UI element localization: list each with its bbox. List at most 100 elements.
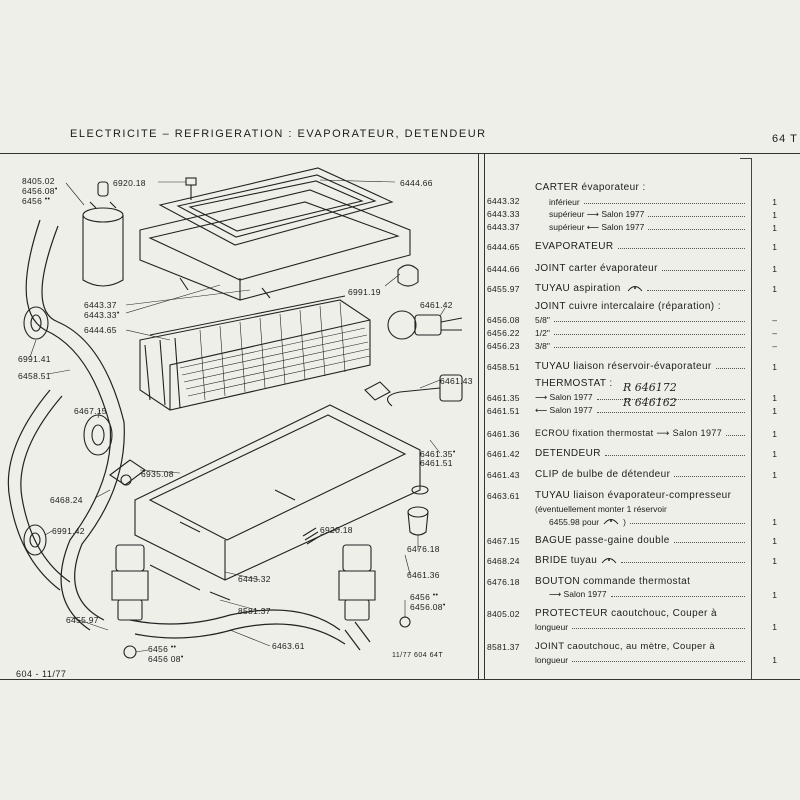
- handwritten-note: R 646162: [623, 396, 677, 409]
- column-divider-2: [484, 153, 485, 679]
- thermostat: [386, 374, 463, 407]
- part-qty: 1: [772, 210, 777, 220]
- exploded-diagram: 8405.02 6456.08• 6456 •• 6920.18 6444.66…: [0, 160, 478, 664]
- upper-cover: [139, 189, 411, 301]
- part-row-cont: (éventuellement monter 1 réservoir: [535, 502, 777, 514]
- part-ref: 6463.61: [487, 491, 520, 501]
- callout-6456-08-text: 6456.08: [22, 186, 55, 196]
- part-ref: 6461.51: [487, 406, 520, 416]
- dot-leader: [596, 398, 745, 400]
- part-ref: 6461.43: [487, 470, 520, 480]
- part-desc-cont: longueur: [535, 622, 569, 632]
- part-row: TUYAU liaison évaporateur-compresseur: [535, 489, 777, 501]
- part-ref: 6455.97: [487, 284, 520, 294]
- callout-dots: ••: [170, 644, 177, 651]
- part-desc: TUYAU aspiration: [535, 283, 621, 294]
- part-ref: 6461.35: [487, 393, 520, 403]
- callout-6443-33-text: 6443.33: [84, 310, 117, 320]
- part-desc: supérieur ⟵ Salon 1977: [549, 222, 645, 232]
- dot-leader: [726, 434, 745, 436]
- callout-6456-08-bottom-text: 6456 08: [148, 654, 181, 664]
- part-qty: 1: [772, 556, 777, 566]
- pipe-bracket: [109, 459, 146, 486]
- callout-6463-61: 6463.61: [272, 641, 305, 651]
- callout-6456-text: 6456: [22, 196, 43, 206]
- part-ref: 6443.37: [487, 222, 520, 232]
- part-desc: JOINT caoutchouc, au mètre, Couper à: [535, 641, 716, 652]
- part-row-cont: 6455.98 pour)1: [549, 515, 777, 527]
- callout-6456-08: 6456.08•: [22, 186, 58, 196]
- dot-leader: [617, 247, 745, 249]
- part-ref: 6456.08: [487, 315, 520, 325]
- bolt-upper: [185, 177, 197, 200]
- part-desc: DETENDEUR: [535, 448, 601, 459]
- callout-6456-08-right: 6456.08•: [410, 602, 446, 612]
- pipe-curve-icon: [627, 284, 643, 294]
- part-ref: 6444.66: [487, 264, 520, 274]
- pipe-curve-icon: [601, 556, 617, 566]
- part-desc: 3/8": [535, 341, 550, 351]
- part-desc-cont: longueur: [535, 655, 569, 665]
- part-ref: 6456.23: [487, 341, 520, 351]
- callout-dot: •: [54, 186, 58, 193]
- qty-column-mark: [740, 158, 752, 159]
- thermostat-nut: [411, 485, 429, 495]
- part-desc-cont: ): [623, 517, 626, 527]
- part-qty: 1: [772, 362, 777, 372]
- part-ref: 6461.36: [487, 429, 520, 439]
- dot-leader: [553, 346, 745, 348]
- part-desc: 1/2": [535, 328, 550, 338]
- lower-tray: [134, 404, 421, 581]
- part-qty: –: [772, 315, 777, 325]
- grommet-6991-42: [23, 524, 47, 556]
- evaporator-core: [139, 295, 371, 411]
- callout-6456-right-text: 6456: [410, 592, 431, 602]
- part-qty: 1: [772, 284, 777, 294]
- footer-edition: 604 - 11/77: [16, 669, 67, 679]
- callout-6476-18: 6476.18: [407, 544, 440, 554]
- receiver-bottle: [82, 181, 124, 287]
- part-desc: BOUTON commande thermostat: [535, 576, 691, 587]
- callout-dots: ••: [432, 592, 439, 599]
- callout-6443-37: 6443.37: [84, 300, 117, 310]
- part-ref: 6458.51: [487, 362, 520, 372]
- part-desc: supérieur ⟶ Salon 1977: [549, 209, 645, 219]
- part-qty: 1: [772, 242, 777, 252]
- part-desc: ⟶ Salon 1977: [535, 392, 593, 402]
- dot-leader: [610, 595, 745, 597]
- washer-bottom-left: [123, 645, 137, 659]
- part-qty: 1: [772, 197, 777, 207]
- grommet-6467-15: [83, 414, 113, 456]
- part-qty: 1: [772, 470, 777, 480]
- part-ref: 8581.37: [487, 642, 520, 652]
- part-ref: 6443.33: [487, 209, 520, 219]
- carter-title-row: CARTER évaporateur :: [535, 181, 777, 193]
- bulb-clip: [364, 381, 391, 401]
- leader-lines: [29, 179, 446, 653]
- carter-title: CARTER évaporateur :: [535, 182, 646, 193]
- callout-dot: •: [452, 449, 456, 456]
- part-qty: 1: [772, 655, 777, 665]
- part-desc: BAGUE passe-gaine double: [535, 535, 670, 546]
- part-ref: 6476.18: [487, 577, 520, 587]
- footer-rule: [0, 679, 800, 680]
- thermostat-title-row: THERMOSTAT :: [535, 377, 777, 389]
- hose-left: [7, 219, 125, 631]
- part-ref: 6444.65: [487, 242, 520, 252]
- callout-dot: •: [442, 602, 446, 609]
- part-qty: 1: [772, 264, 777, 274]
- dot-leader: [715, 367, 745, 369]
- part-qty: 1: [772, 429, 777, 439]
- dot-leader: [553, 320, 745, 322]
- part-ref: 6456.22: [487, 328, 520, 338]
- callout-6456-bottom-text: 6456: [148, 644, 169, 654]
- part-desc: PROTECTEUR caoutchouc, Couper à: [535, 608, 717, 619]
- dot-leader: [673, 541, 745, 543]
- callout-6444-65: 6444.65: [84, 325, 117, 335]
